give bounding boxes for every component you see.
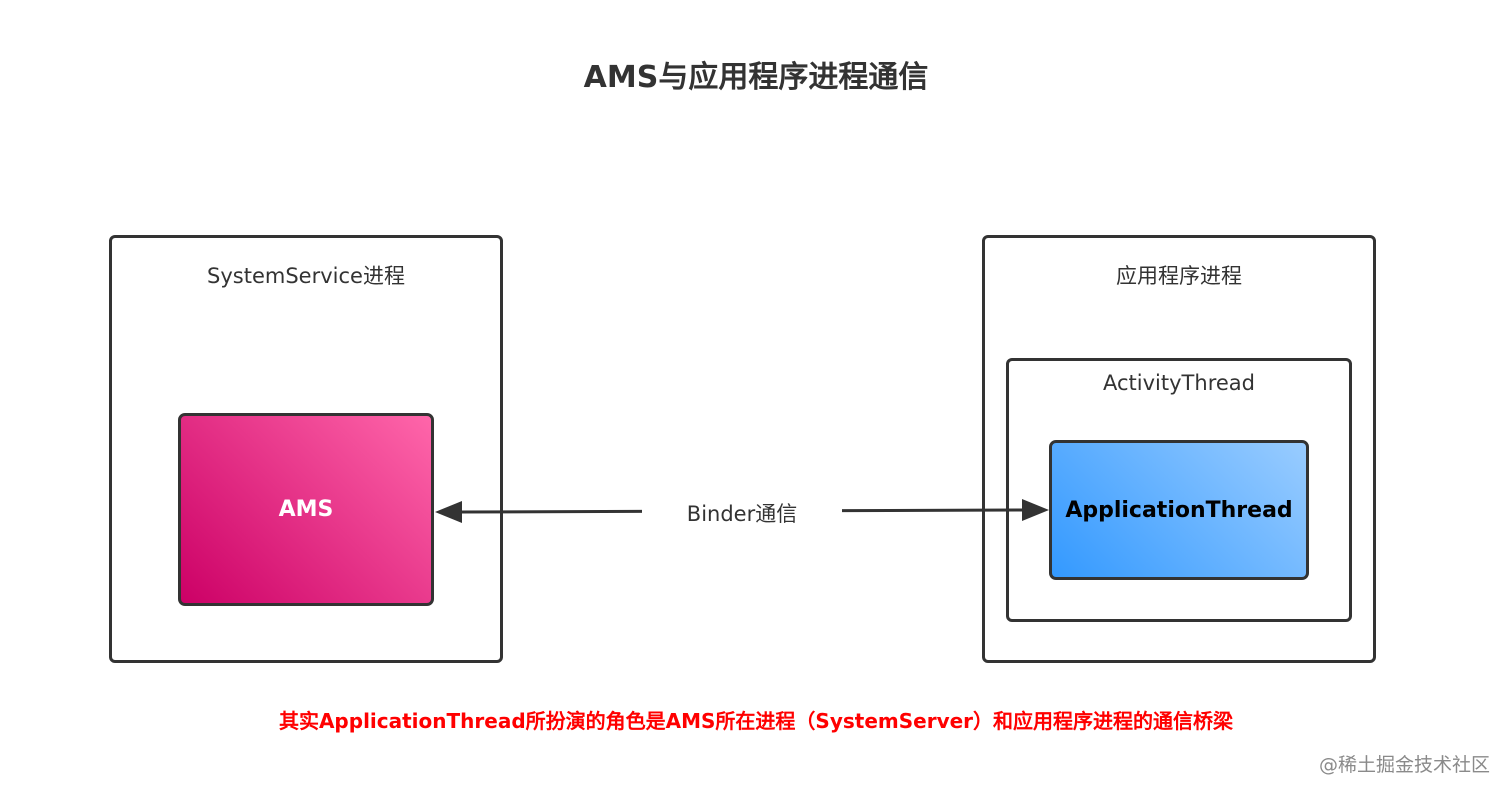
diagram-title: AMS与应用程序进程通信 xyxy=(583,60,929,95)
watermark: @稀土掘金技术社区 xyxy=(1318,754,1490,776)
binder-edge-arrow-right xyxy=(1022,499,1049,521)
application-thread-node-label: ApplicationThread xyxy=(1065,497,1293,523)
binder-edge-arrow-left xyxy=(435,501,462,523)
application-thread-node: ApplicationThread xyxy=(1049,440,1309,580)
binder-edge-label: Binder通信 xyxy=(642,498,842,530)
app-process-label: 应用程序进程 xyxy=(1116,264,1242,288)
ams-node: AMS xyxy=(178,413,434,606)
ams-node-label: AMS xyxy=(278,497,334,522)
systemservice-process-label: SystemService进程 xyxy=(207,264,405,288)
activitythread-label: ActivityThread xyxy=(1103,371,1255,395)
footnote: 其实ApplicationThread所扮演的角色是AMS所在进程（System… xyxy=(278,709,1234,733)
